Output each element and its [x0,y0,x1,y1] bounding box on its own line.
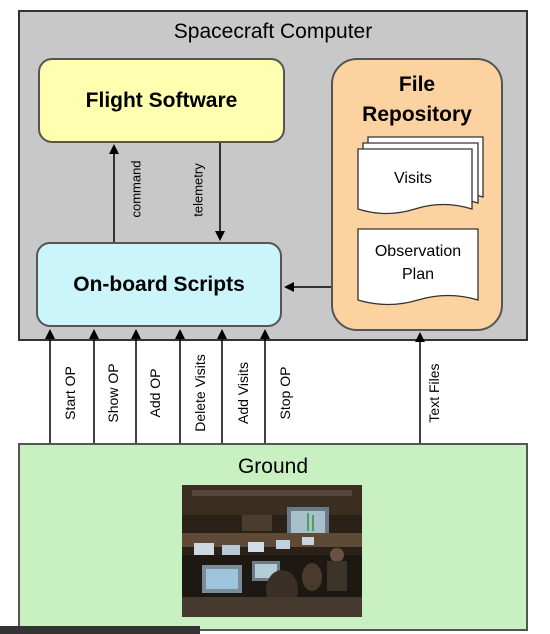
ground-box: Ground [18,443,528,631]
onboard-scripts-label: On-board Scripts [73,272,245,296]
text-files-label: Text Files [426,363,442,423]
ground-command-arrows [45,329,270,443]
spacecraft-computer-title: Spacecraft Computer [173,20,373,43]
visits-label: Visits [394,170,432,187]
command-add-visits: Add Visits [235,362,251,424]
visits-document-stack: Visits [357,136,484,215]
command-delete-visits: Delete Visits [192,354,208,432]
file-repository-title: File Repository [333,70,501,130]
observation-plan-line1: Observation [375,243,461,260]
command-label: command [128,160,144,218]
repo-title-line2: Repository [362,103,472,126]
command-show-op: Show OP [105,363,121,423]
flight-software-label: Flight Software [85,88,238,112]
repo-title-line1: File [398,73,436,96]
telemetry-label: telemetry [190,163,206,217]
control-room-photo [182,485,362,617]
command-stop-op: Stop OP [277,366,293,420]
onboard-scripts-box: On-board Scripts [36,242,282,327]
command-add-op: Add OP [147,368,163,418]
observation-plan-document: Observation Plan [357,228,479,306]
command-start-op: Start OP [62,366,78,420]
flight-software-box: Flight Software [38,58,285,143]
ground-title: Ground [237,455,309,478]
observation-plan-line2: Plan [402,266,434,283]
bottom-edge-bar [0,626,200,634]
